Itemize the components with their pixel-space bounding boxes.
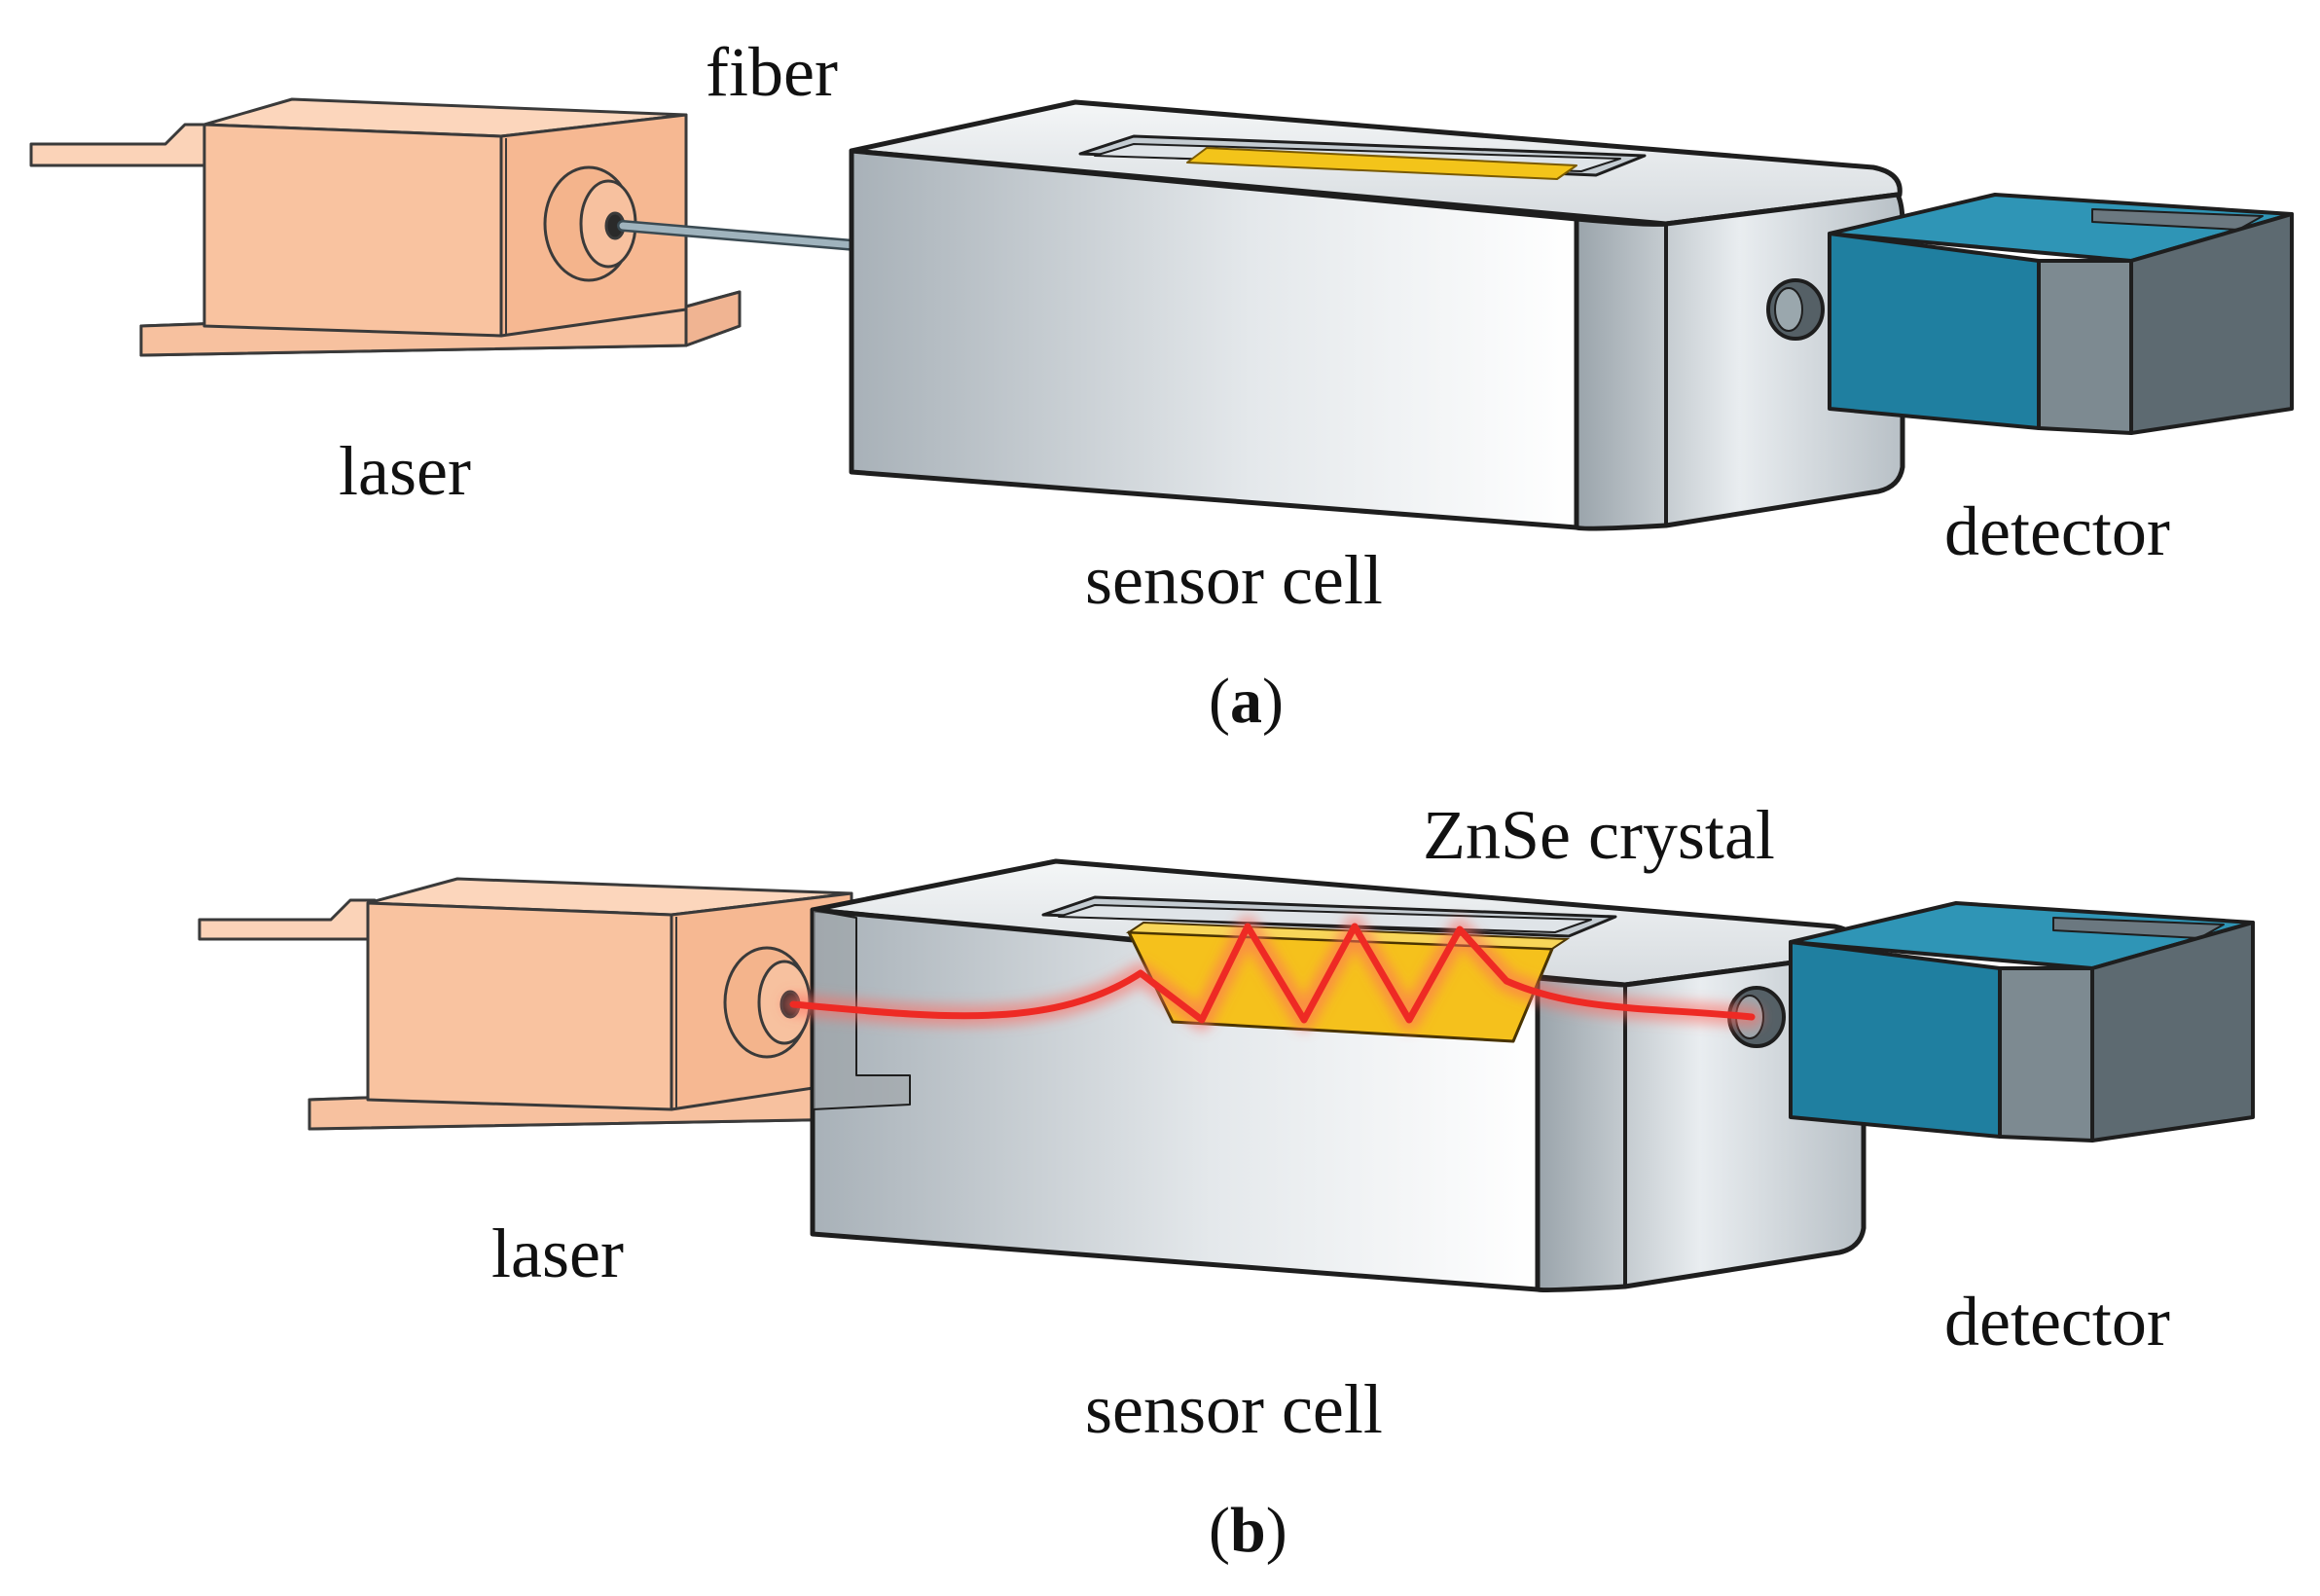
detector-b <box>1727 901 2255 1143</box>
sensor-cell-a <box>849 99 1905 531</box>
laser-b <box>198 877 907 1131</box>
detector-b-front <box>1789 940 2002 1139</box>
panel-b <box>198 858 2255 1293</box>
detector-a <box>1766 193 2294 435</box>
panel-a <box>29 97 2294 531</box>
detector-b-side-near <box>1998 966 2094 1143</box>
laser-a-base-side <box>684 290 742 347</box>
sensor-cell-b <box>810 858 1867 1293</box>
detector-a-front <box>1828 232 2041 430</box>
laser-a-front <box>202 123 503 338</box>
crystal-a <box>1186 147 1577 180</box>
sensor-cell-b-bracket <box>812 909 911 1110</box>
sensor-cell-b-end <box>1535 951 1867 1293</box>
laser-b-front <box>366 901 673 1111</box>
laser-b-flange-top <box>198 898 377 941</box>
fiber-label: fiber <box>706 33 838 111</box>
laser-label-a: laser <box>339 432 471 510</box>
laser-label-b: laser <box>491 1215 624 1292</box>
laser-beam <box>782 916 1762 1031</box>
sensor-cell-label-b: sensor cell <box>1085 1370 1383 1448</box>
znse-crystal-label: ZnSe crystal <box>1423 796 1775 874</box>
sensor-cell-a-front <box>849 148 1579 530</box>
panel-b-caption: (b) <box>1209 1495 1287 1566</box>
laser-beam-core <box>789 923 1756 1024</box>
panel-a-caption: (a) <box>1209 666 1284 737</box>
laser-a-flange-top <box>29 123 211 167</box>
sensor-cell-label-a: sensor cell <box>1085 541 1383 619</box>
detector-label-a: detector <box>1944 492 2170 570</box>
detector-a-side <box>2129 212 2294 435</box>
laser-a <box>29 97 742 357</box>
sensor-cell-a-end <box>1574 192 1905 531</box>
detector-label-b: detector <box>1944 1283 2170 1360</box>
detector-a-side-near <box>2037 259 2133 435</box>
detector-b-side <box>2090 921 2255 1143</box>
